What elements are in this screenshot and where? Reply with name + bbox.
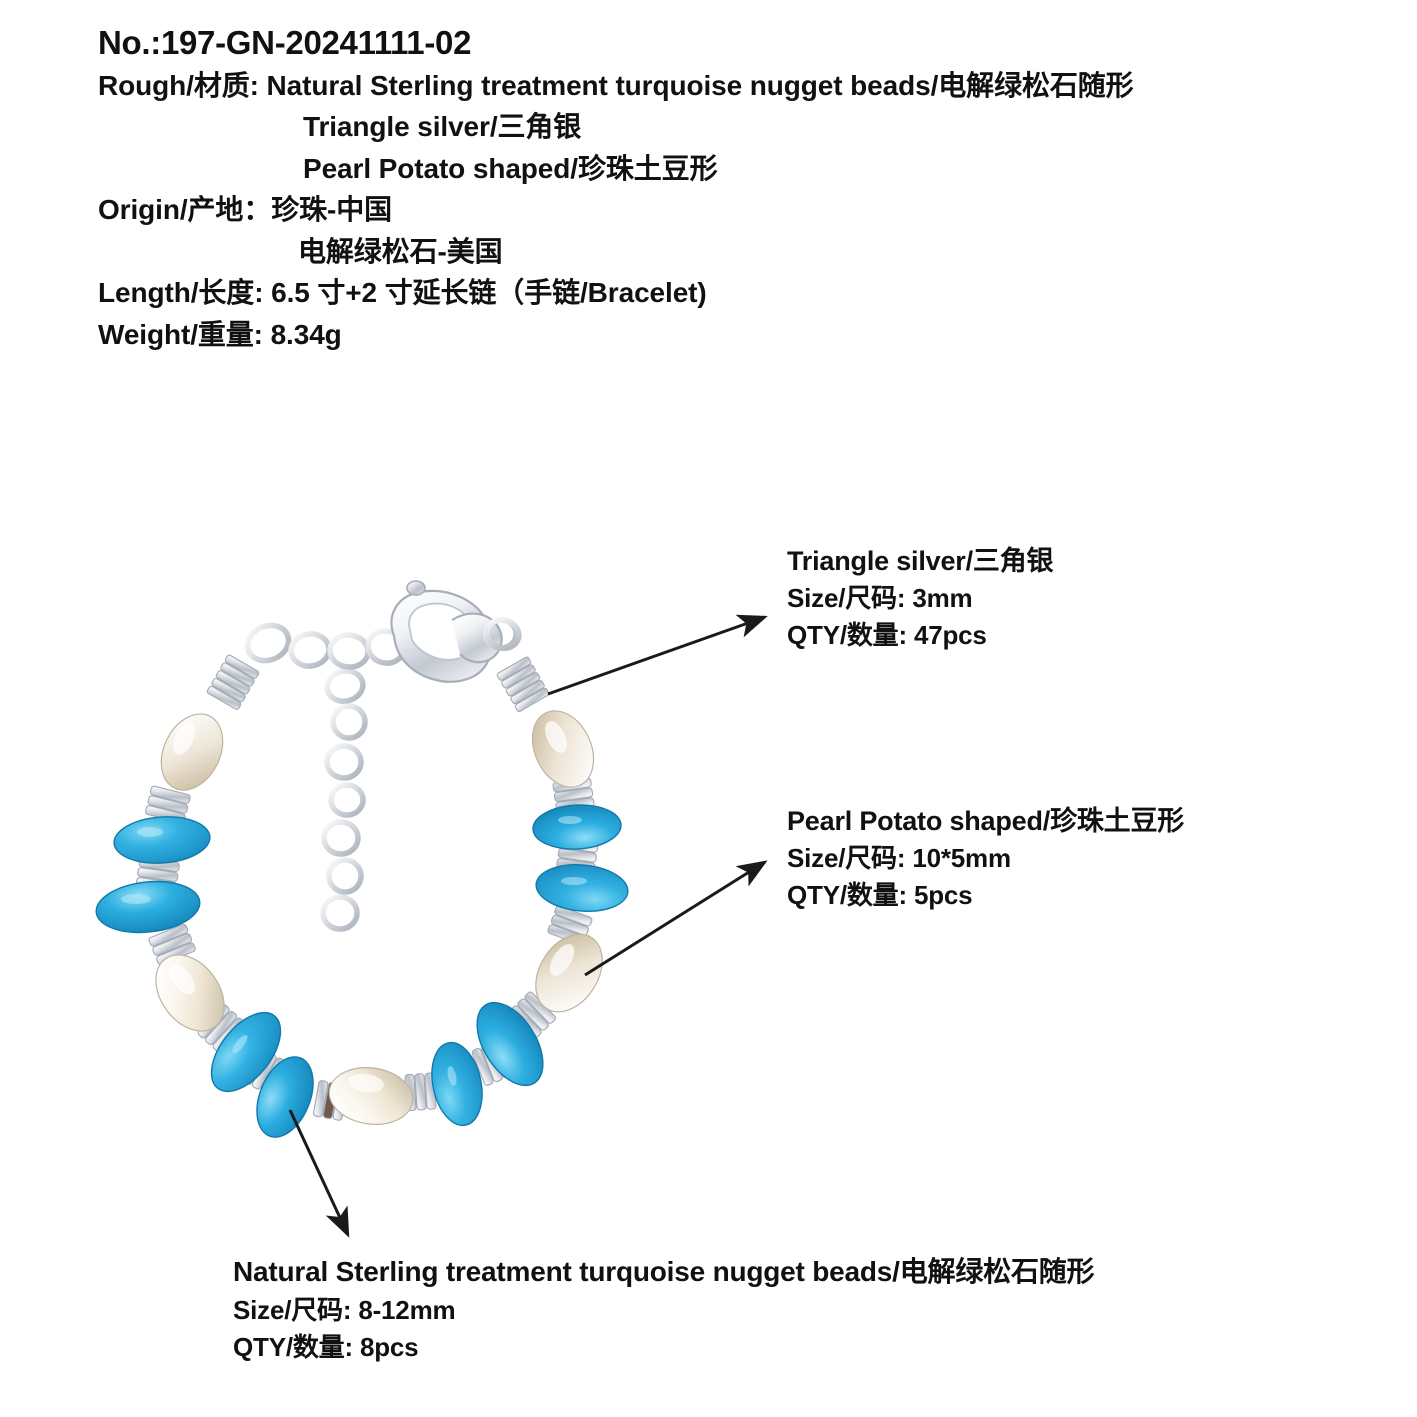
clasp-link-chain bbox=[244, 622, 407, 670]
arrow-to-pearl bbox=[584, 860, 768, 977]
callout-title: Triangle silver/三角银 bbox=[787, 546, 1054, 576]
item-number: No.:197-GN-20241111-02 bbox=[98, 24, 472, 61]
pearl-beads bbox=[155, 710, 603, 1125]
callout-size: Size/尺码: 3mm bbox=[787, 583, 973, 614]
right-clasp-link bbox=[484, 617, 522, 651]
callout-size: Size/尺码: 8-12mm bbox=[233, 1294, 456, 1325]
extension-chain bbox=[320, 668, 368, 932]
callout-pearl-potato: Pearl Potato shaped/珍珠土豆形 Size/尺码: 10*5m… bbox=[787, 803, 1184, 914]
callout-size: Size/尺码: 10*5mm bbox=[787, 843, 1011, 874]
arrow-to-triangle-silver bbox=[547, 614, 768, 696]
pearl-bead bbox=[328, 1067, 414, 1125]
callout-qty: QTY/数量: 5pcs bbox=[787, 880, 973, 911]
callout-qty: QTY/数量: 8pcs bbox=[233, 1331, 419, 1362]
turquoise-nugget-beads bbox=[95, 804, 629, 1138]
turquoise-bead bbox=[210, 1011, 282, 1093]
origin-line-1: Origin/产地：珍珠-中国 bbox=[98, 194, 393, 226]
callout-title: Pearl Potato shaped/珍珠土豆形 bbox=[787, 806, 1185, 836]
leader-arrows bbox=[288, 614, 768, 1238]
pearl-bead bbox=[535, 933, 603, 1013]
callout-triangle-silver: Triangle silver/三角银 Size/尺码: 3mm QTY/数量:… bbox=[787, 543, 1053, 654]
turquoise-bead bbox=[532, 804, 622, 850]
lobster-clasp bbox=[390, 580, 519, 683]
turquoise-bead bbox=[535, 864, 629, 912]
turquoise-bead bbox=[95, 880, 201, 934]
origin-line-2: 电解绿松石-美国 bbox=[298, 235, 503, 267]
length-line: Length/长度: 6.5 寸+2 寸延长链（手链/Bracelet) bbox=[98, 277, 707, 309]
pearl-bead bbox=[155, 954, 225, 1032]
arrow-to-turquoise bbox=[288, 1109, 350, 1238]
rough-line-3: Pearl Potato shaped/珍珠土豆形 bbox=[303, 152, 718, 184]
rough-line-2: Triangle silver/三角银 bbox=[303, 111, 582, 143]
turquoise-bead bbox=[256, 1056, 314, 1138]
turquoise-bead bbox=[476, 1001, 544, 1087]
rough-line-1: Rough/材质: Natural Sterling treatment tur… bbox=[98, 69, 1134, 101]
weight-line: Weight/重量: 8.34g bbox=[98, 318, 342, 350]
spec-header-block: No.:197-GN-20241111-02 Rough/材质: Natural… bbox=[98, 22, 1358, 355]
callout-title: Natural Sterling treatment turquoise nug… bbox=[233, 1256, 1095, 1287]
callout-turquoise-nugget: Natural Sterling treatment turquoise nug… bbox=[233, 1253, 1095, 1365]
callout-qty: QTY/数量: 47pcs bbox=[787, 620, 987, 651]
turquoise-bead bbox=[431, 1041, 483, 1127]
pearl-bead bbox=[531, 710, 595, 788]
turquoise-bead bbox=[113, 816, 211, 864]
pearl-bead bbox=[160, 713, 224, 791]
silver-spacer-beads bbox=[135, 654, 599, 1121]
